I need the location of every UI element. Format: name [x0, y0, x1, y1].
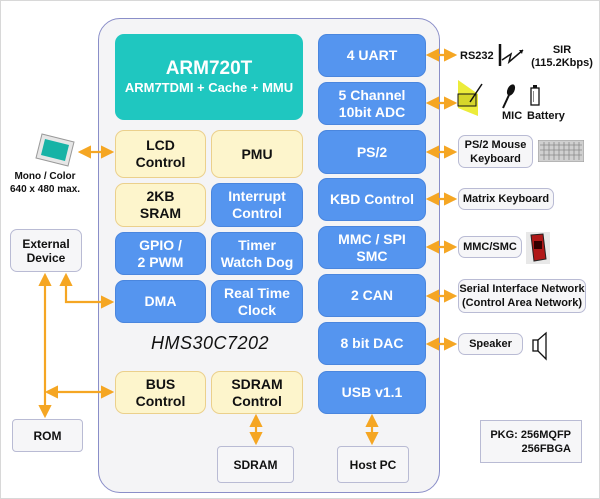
timer-watchdog-block: Timer Watch Dog	[211, 232, 303, 275]
kbd-control-block: KBD Control	[318, 178, 426, 221]
arrow-extdev-dma	[59, 272, 115, 309]
rs232-label: RS232	[460, 50, 494, 62]
core-subtitle: ARM7TDMI + Cache + MMU	[124, 80, 294, 95]
core-title: ARM720T	[165, 58, 253, 79]
mmc-spi-smc-block: MMC / SPI SMC	[318, 226, 426, 269]
dac-block: 8 bit DAC	[318, 322, 426, 365]
keyboard-icon	[538, 140, 584, 162]
battery-label: Battery	[527, 110, 565, 122]
chip-name: HMS30C7202	[150, 333, 270, 353]
memory-card-icon	[526, 232, 550, 264]
usb-block: USB v1.1	[318, 371, 426, 414]
battery-icon	[530, 85, 540, 106]
speaker-icon	[532, 331, 547, 361]
lcd-control-block: LCD Control	[115, 130, 206, 178]
gpio-pwm-block: GPIO / 2 PWM	[115, 232, 206, 275]
rom-box: ROM	[12, 419, 83, 452]
mic-label: MIC	[502, 110, 523, 122]
real-time-clock-block: Real Time Clock	[211, 280, 303, 323]
can-network-box: Serial Interface Network (Control Area N…	[458, 279, 586, 313]
bus-control-block: BUS Control	[115, 371, 206, 414]
arm720t-core: ARM720T ARM7TDMI + Cache + MMU	[115, 34, 303, 120]
sdram-control-block: SDRAM Control	[211, 371, 303, 414]
microphone-icon	[502, 84, 516, 109]
pmu-block: PMU	[211, 130, 303, 178]
touch-panel-icon	[457, 80, 483, 116]
ps2-block: PS/2	[318, 130, 426, 174]
package-info-box: PKG: 256MQFP 256FBGA	[480, 420, 582, 463]
sram-block: 2KB SRAM	[115, 183, 206, 227]
ir-transceiver-icon	[498, 44, 524, 66]
speaker-box: Speaker	[458, 333, 523, 355]
mmc-smc-box: MMC/SMC	[458, 236, 522, 258]
adc-block: 5 Channel 10bit ADC	[318, 82, 426, 125]
host-pc-box: Host PC	[337, 446, 409, 483]
sdram-box: SDRAM	[217, 446, 294, 483]
interrupt-control-block: Interrupt Control	[211, 183, 303, 227]
external-device-box: External Device	[10, 229, 82, 272]
dma-block: DMA	[115, 280, 206, 323]
lcd-panel-icon	[35, 133, 75, 167]
sir-label: SIR (115.2Kbps)	[531, 44, 593, 69]
can-block: 2 CAN	[318, 274, 426, 317]
lcd-panel-label: Mono / Color 640 x 480 max.	[9, 171, 81, 195]
uart-block: 4 UART	[318, 34, 426, 77]
ps2-device-box: PS/2 Mouse Keyboard	[458, 135, 533, 168]
matrix-keyboard-box: Matrix Keyboard	[458, 188, 554, 210]
